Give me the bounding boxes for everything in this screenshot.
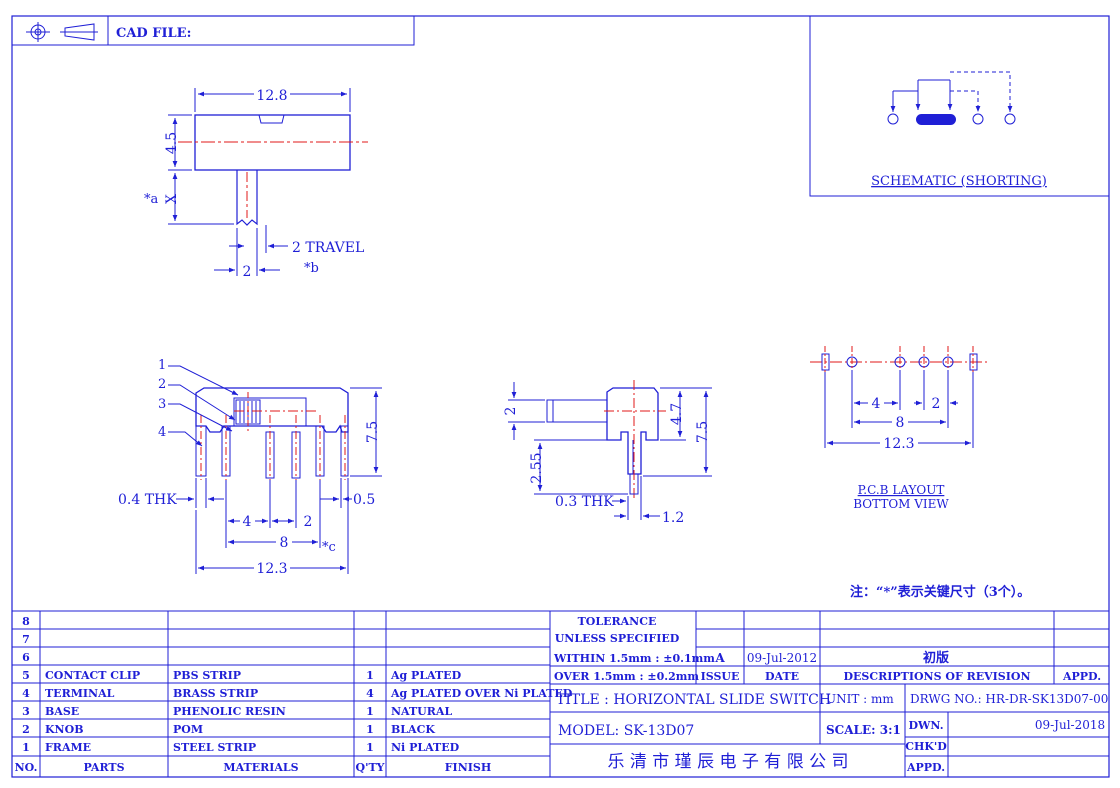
callout-2: 2 [158, 377, 166, 392]
drawn-date: 09-Jul-2018 [1035, 718, 1105, 732]
revision-appd-label: APPD. [1062, 670, 1101, 683]
bom-no: 2 [22, 723, 30, 736]
dim-edge-front: 0.5 [353, 492, 375, 508]
bom-qty: 4 [366, 687, 374, 700]
bom-material: PBS STRIP [173, 669, 241, 682]
bom-no: 5 [22, 669, 30, 682]
company-name: 乐 清 市 瑾 辰 电 子 有 限 公 司 [607, 752, 848, 772]
bom-no: 4 [22, 687, 30, 700]
bom-part: KNOB [45, 723, 84, 736]
dim-thickness-side: 0.3 THK [555, 494, 614, 510]
bom-header-finish: FINISH [445, 761, 492, 774]
dim-height-top: 4.5 [164, 132, 180, 154]
a-note: *a [144, 192, 159, 207]
tolerance-over: OVER 1.5mm : ±0.2mm [554, 670, 699, 683]
bom-finish: BLACK [391, 723, 435, 736]
tolerance-title: TOLERANCE [578, 615, 657, 628]
bom-qty: 1 [366, 741, 374, 754]
checked-label: CHK'D [905, 740, 947, 753]
front-view: 1 2 3 4 7.5 0.4 THK 0.5 4 2 8 [118, 358, 382, 577]
dim-x-label: X [164, 194, 180, 204]
b-note: *b [304, 261, 319, 276]
callout-1: 1 [158, 358, 166, 373]
dim-span-8: 8 [280, 535, 289, 551]
bom-no: 7 [22, 633, 30, 646]
bom-no: 1 [22, 741, 30, 754]
scale-field: SCALE: 3:1 [826, 723, 901, 737]
schematic-caption: SCHEMATIC (SHORTING) [871, 174, 1047, 189]
issue-label: ISSUE [701, 670, 740, 683]
side-view: 2 4.7 7.5 2.55 0.3 THK 1.2 [503, 380, 712, 526]
dim-pitch-2: 2 [304, 514, 313, 530]
drawn-label: DWN. [908, 719, 943, 732]
pcb-caption-1: P.C.B LAYOUT [858, 483, 945, 497]
bom-header-parts: PARTS [83, 761, 124, 774]
dim-pin-length: 2.55 [529, 452, 545, 483]
bom-part: TERMINAL [45, 687, 115, 700]
bom-material: PHENOLIC RESIN [173, 705, 286, 718]
drawing-number: DRWG NO.: HR-DR-SK13D07-00 [910, 692, 1108, 706]
dim-width-top: 12.8 [256, 88, 287, 104]
dim-knob-width: 2 [243, 264, 252, 280]
bom-material: BRASS STRIP [173, 687, 258, 700]
bom-qty: 1 [366, 705, 374, 718]
bom-material: POM [173, 723, 203, 736]
dim-width-front: 12.3 [256, 561, 287, 577]
unit-field: UNIT : mm [826, 692, 894, 706]
dim-thickness-front: 0.4 THK [118, 492, 177, 508]
callout-3: 3 [158, 397, 166, 412]
bom-header-no: NO. [15, 761, 38, 774]
bom-part: BASE [45, 705, 79, 718]
bom-no: 8 [22, 615, 30, 628]
bom-part: FRAME [45, 741, 91, 754]
bom-part: CONTACT CLIP [45, 669, 140, 682]
callout-4: 4 [158, 425, 166, 440]
pcb-dim-4: 4 [872, 396, 881, 412]
bom-qty: 1 [366, 669, 374, 682]
projection-symbol-icon [26, 22, 98, 42]
dim-pin-width: 1.2 [662, 510, 684, 526]
drawing-title: TITLE : HORIZONTAL SLIDE SWITCH [556, 692, 831, 708]
model-field: MODEL: SK-13D07 [558, 723, 694, 739]
revision-desc-label: DESCRIPTIONS OF REVISION [843, 670, 1030, 683]
bom-table: 8 7 6 5 CONTACT CLIP PBS STRIP 1 Ag PLAT… [12, 610, 573, 777]
title-block: TOLERANCE UNLESS SPECIFIED WITHIN 1.5mm … [550, 610, 1109, 777]
cad-file-label: CAD FILE: [116, 26, 191, 41]
pcb-layout: 4 2 8 12.3 P.C.B LAYOUT BOTTOM VIEW [810, 346, 990, 511]
dim-height-side: 7.5 [695, 421, 711, 443]
top-view: 12.8 4.5 X *a 2 2 TRAVEL *b [144, 88, 368, 280]
date-label: DATE [765, 670, 799, 683]
schematic-panel: SCHEMATIC (SHORTING) [809, 15, 1110, 197]
bom-finish: Ag PLATED OVER Ni PLATED [390, 687, 573, 700]
bom-finish: NATURAL [391, 705, 452, 718]
dim-body-height: 4.7 [669, 403, 685, 425]
revision-value: 初版 [923, 650, 949, 666]
bom-header-qty: Q'TY [356, 761, 385, 774]
bom-finish: Ag PLATED [390, 669, 462, 682]
bom-header-materials: MATERIALS [223, 761, 298, 774]
c-note: *c [322, 540, 336, 555]
pcb-dim-2: 2 [932, 396, 941, 412]
issue-value: A [714, 651, 725, 665]
dim-travel: 2 TRAVEL [292, 240, 364, 256]
dim-height-front: 7.5 [365, 421, 381, 443]
key-dimension-note: 注：“*”表示关键尺寸（3个）。 [850, 584, 1030, 600]
pcb-dim-8: 8 [896, 415, 905, 431]
dim-knob-height: 2 [503, 407, 519, 416]
bom-qty: 1 [366, 723, 374, 736]
dim-pitch-4: 4 [243, 514, 252, 530]
bom-no: 3 [22, 705, 30, 718]
bom-finish: Ni PLATED [391, 741, 460, 754]
tolerance-unless: UNLESS SPECIFIED [555, 632, 680, 645]
sheet-border [11, 15, 1110, 778]
pcb-caption-2: BOTTOM VIEW [853, 497, 949, 511]
date-value: 09-Jul-2012 [747, 651, 817, 665]
bom-material: STEEL STRIP [173, 741, 256, 754]
approved-label: APPD. [906, 761, 945, 774]
pcb-dim-12-3: 12.3 [883, 436, 914, 452]
bom-no: 6 [22, 651, 30, 664]
tolerance-within: WITHIN 1.5mm : ±0.1mm [553, 652, 715, 665]
